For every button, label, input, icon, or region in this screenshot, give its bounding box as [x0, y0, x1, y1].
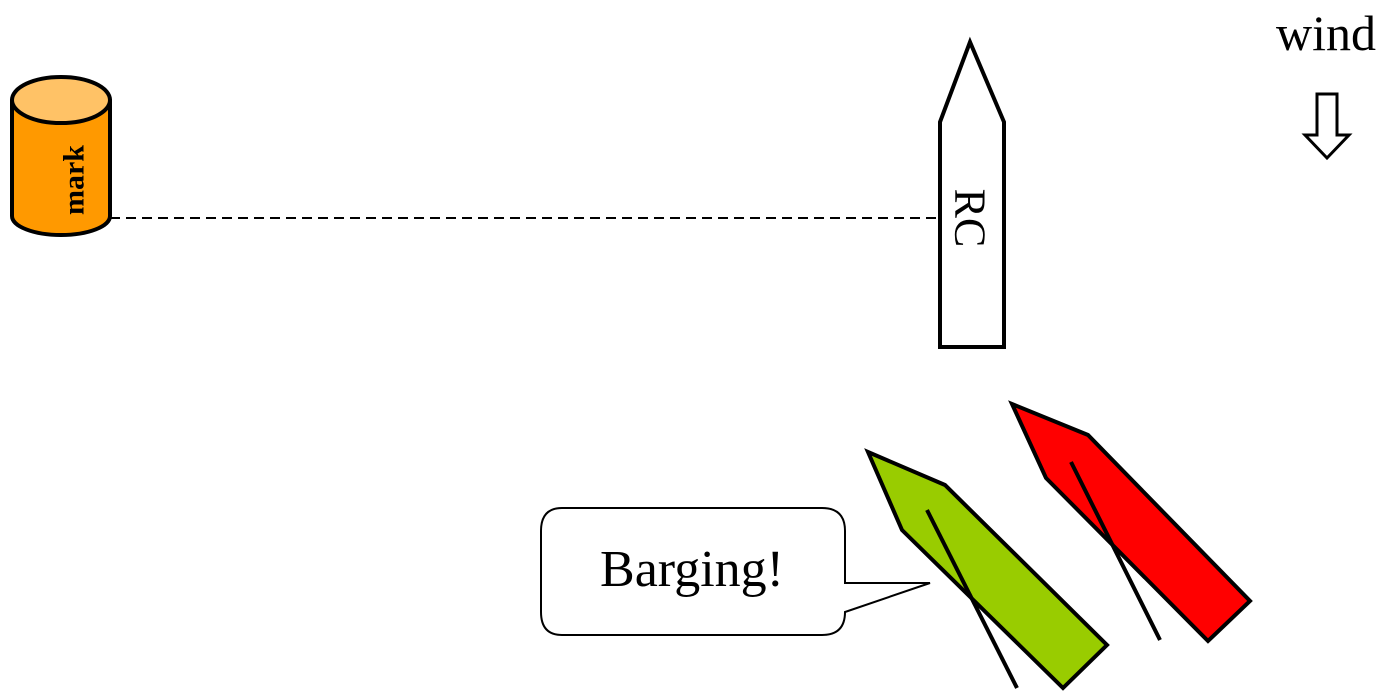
barging-callout: Barging! — [540, 507, 931, 636]
red-boat-boom — [1069, 461, 1162, 641]
green-boat — [864, 448, 1110, 691]
down-arrow-icon — [1301, 92, 1353, 161]
mark-label: mark — [58, 145, 91, 215]
mark-buoy: mark — [10, 75, 112, 237]
wind-indicator: wind — [1276, 5, 1376, 161]
callout-text: Barging! — [600, 541, 784, 598]
committee-boat-hull — [938, 36, 1006, 349]
callout-bubble — [540, 507, 931, 636]
red-boat — [1008, 400, 1253, 644]
wind-label: wind — [1276, 5, 1376, 61]
committee-boat-label: RC — [946, 189, 995, 248]
green-boat-boom — [925, 509, 1019, 689]
mark-top — [10, 75, 112, 125]
mark-body — [10, 98, 112, 237]
committee-boat: RC — [938, 36, 1006, 349]
